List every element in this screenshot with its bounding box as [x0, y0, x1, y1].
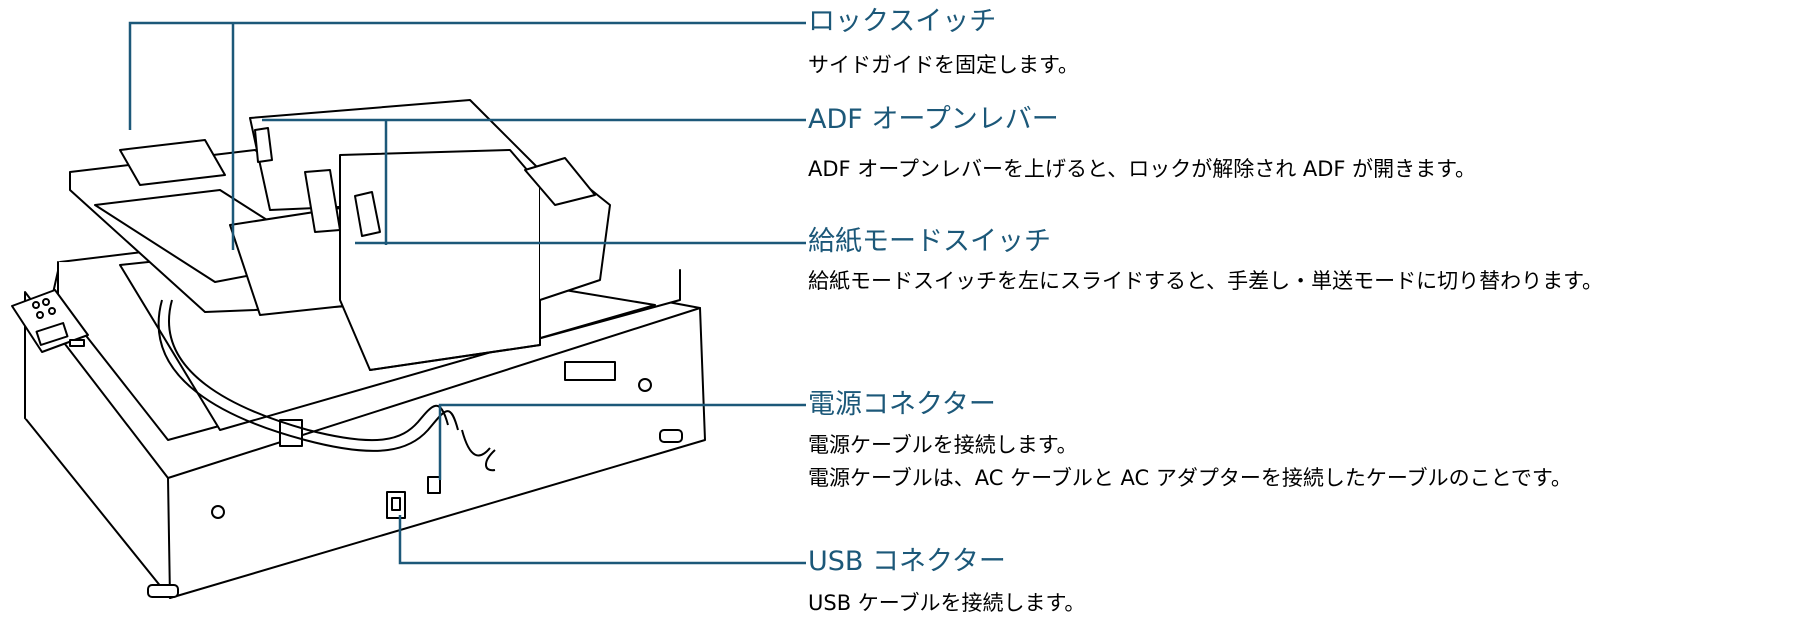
- usb-connector-description: USB ケーブルを接続します。: [808, 591, 1086, 615]
- leader-line-usb-connector: [398, 515, 806, 565]
- leader-line-lock-switch: [128, 21, 806, 130]
- usb-connector-title: USB コネクター: [808, 546, 1006, 577]
- lock-switch-title: ロックスイッチ: [808, 6, 997, 37]
- power-connector-title: 電源コネクター: [808, 389, 996, 420]
- rear-connectors: [279, 361, 616, 519]
- feed-mode-switch-description: 給紙モードスイッチを左にスライドすると、手差し・単送モードに切り替わります。: [808, 269, 1604, 293]
- power-connector-description-1: 電源ケーブルを接続します。: [808, 433, 1078, 457]
- adf-unit: [69, 99, 611, 371]
- feed-mode-switch-title: 給紙モードスイッチ: [808, 226, 1051, 257]
- control-panel: [11, 289, 89, 353]
- leader-line-power-connector: [438, 403, 806, 480]
- adf-open-lever-title: ADF オープンレバー: [808, 104, 1059, 135]
- power-connector-description-2: 電源ケーブルは、AC ケーブルと AC アダプターを接続したケーブルのことです。: [808, 466, 1572, 490]
- adf-open-lever-description: ADF オープンレバーを上げると、ロックが解除され ADF が開きます。: [808, 157, 1477, 181]
- lock-switch-description: サイドガイドを固定します。: [808, 53, 1079, 77]
